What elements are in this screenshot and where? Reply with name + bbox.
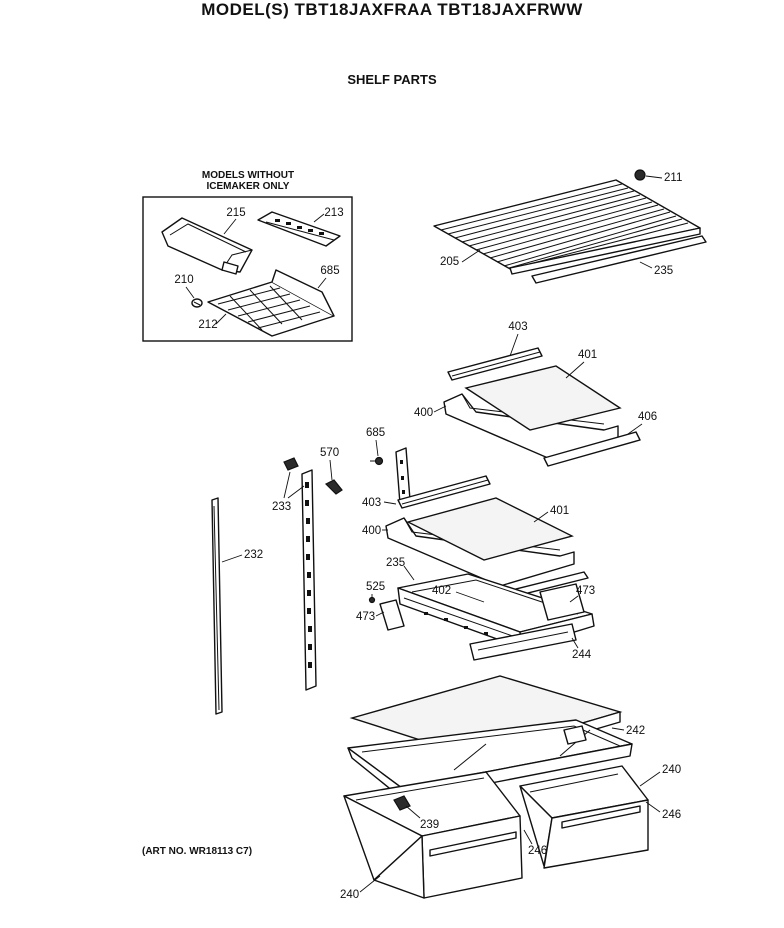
inset-title-line1: MODELS WITHOUT (202, 170, 294, 181)
crisper-drawer-right-part (519, 765, 649, 869)
page-subtitle: SHELF PARTS (347, 72, 437, 87)
callout-685-mid: 685 (366, 427, 385, 439)
callout-473-right: 473 (576, 585, 595, 597)
screw-570-part (324, 479, 343, 495)
callout-403-upper: 403 (508, 321, 527, 333)
callout-473-left: 473 (356, 611, 375, 623)
wire-basket-part (207, 269, 335, 337)
callout-400-lower: 400 (362, 525, 381, 537)
callout-240-right: 240 (662, 764, 681, 776)
callout-210: 210 (174, 274, 193, 286)
slide-shelf-part (379, 573, 595, 661)
callout-402: 402 (432, 585, 451, 597)
trim-403-lower-part (397, 475, 491, 509)
ice-bucket-part (161, 217, 253, 275)
callout-212: 212 (198, 319, 217, 331)
callout-232: 232 (244, 549, 263, 561)
page-title: MODEL(S) TBT18JAXFRAA TBT18JAXFRWW (201, 0, 583, 19)
callout-213: 213 (324, 207, 343, 219)
front-trim-part (531, 235, 707, 284)
callout-400-upper: 400 (414, 407, 433, 419)
callout-235-top: 235 (654, 265, 673, 277)
inset-box: MODELS WITHOUT ICEMAKER ONLY (142, 170, 353, 342)
callout-246-right: 246 (662, 809, 681, 821)
callout-233: 233 (272, 501, 291, 513)
callout-685-inset: 685 (320, 265, 339, 277)
clip-part (191, 298, 203, 308)
wire-shelf-part (433, 169, 701, 275)
callout-205: 205 (440, 256, 459, 268)
left-rail-part (211, 497, 223, 715)
screw-685-part (370, 456, 384, 466)
callout-570: 570 (320, 447, 339, 459)
callout-401-lower: 401 (550, 505, 569, 517)
glass-401-lower-part (406, 497, 574, 561)
ice-tray-part (257, 211, 341, 247)
callout-403-lower: 403 (362, 497, 381, 509)
callout-244: 244 (572, 649, 592, 661)
callout-240-left: 240 (340, 889, 359, 901)
bracket-part (395, 447, 411, 505)
right-rail-part (301, 469, 317, 691)
callout-246-left: 246 (528, 845, 547, 857)
rail-clip-part (283, 457, 299, 471)
crisper-drawer-left-part (343, 771, 523, 899)
callout-242: 242 (626, 725, 645, 737)
callout-239: 239 (420, 819, 439, 831)
callout-525: 525 (366, 581, 385, 593)
upper-shelf-group (443, 347, 641, 467)
inset-title-line2: ICEMAKER ONLY (207, 181, 290, 192)
callout-211: 211 (664, 172, 682, 184)
callout-215: 215 (226, 207, 245, 219)
art-number: (ART NO. WR18113 C7) (142, 846, 253, 857)
callout-401-upper: 401 (578, 349, 597, 361)
callout-406: 406 (638, 411, 657, 423)
callout-235-mid: 235 (386, 557, 405, 569)
